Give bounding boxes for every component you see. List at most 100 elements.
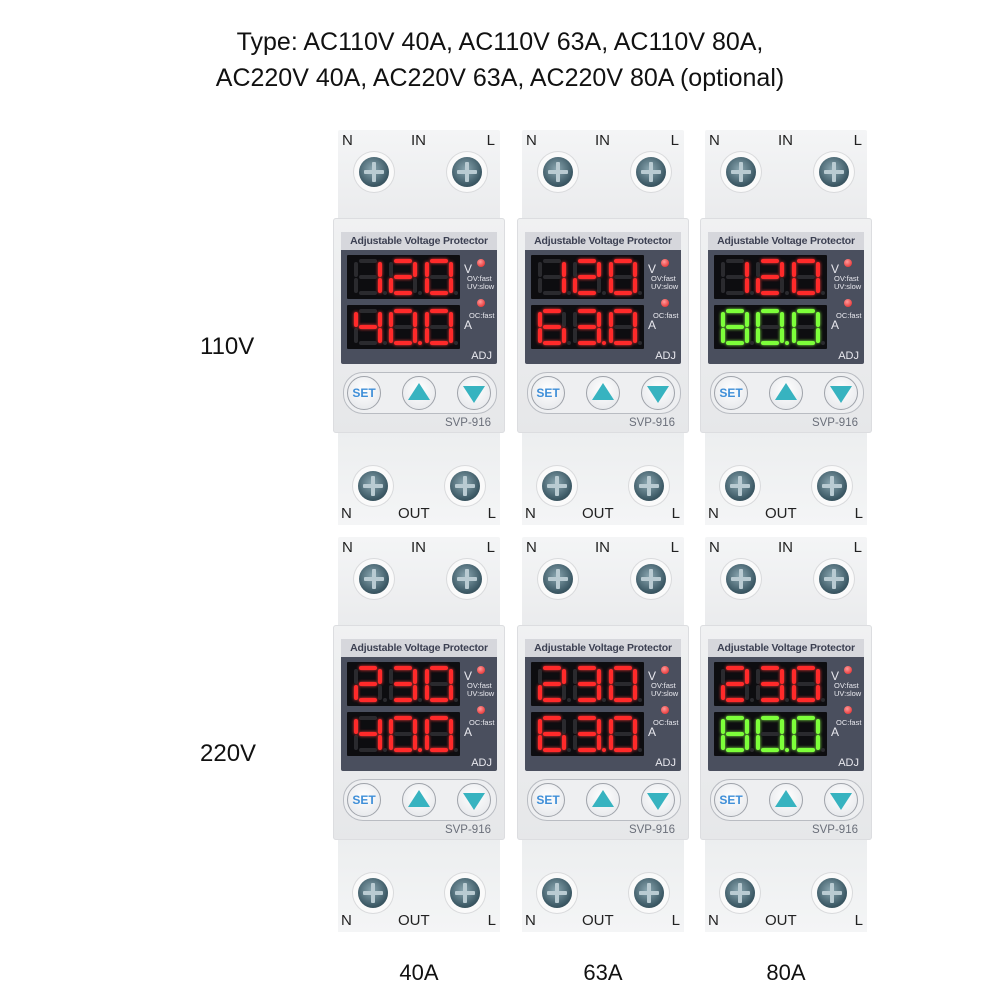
front-panel: Adjustable Voltage Protector V OV:fast U…: [517, 625, 689, 840]
output-terminal-block: N OUT L: [338, 430, 500, 525]
current-led-indicator: [661, 706, 669, 714]
screw-icon: [452, 564, 482, 594]
voltage-display: [531, 255, 644, 299]
triangle-down-icon: [647, 793, 669, 810]
voltage-led-indicator: [661, 666, 669, 674]
input-terminal-block: N IN L: [522, 537, 684, 637]
triangle-down-icon: [463, 793, 485, 810]
screw-icon: [359, 564, 389, 594]
set-button[interactable]: SET: [531, 376, 565, 410]
up-button[interactable]: [769, 376, 803, 410]
screw-icon: [358, 878, 388, 908]
up-button[interactable]: [402, 376, 436, 410]
oc-label: OC:fast: [836, 718, 862, 727]
ov-label: OV:fast: [834, 681, 859, 690]
seven-segment-digit: [720, 716, 754, 752]
seven-segment-digit: [573, 259, 607, 295]
terminal-out-label: OUT: [582, 912, 614, 929]
volt-unit-label: V: [831, 669, 840, 683]
seven-segment-digit: [720, 309, 754, 345]
display-panel: Adjustable Voltage Protector V OV:fast U…: [525, 232, 681, 364]
uv-label: UV:slow: [834, 689, 862, 698]
down-button[interactable]: [457, 783, 491, 817]
seven-segment-digit: [353, 259, 387, 295]
front-panel: Adjustable Voltage Protector V OV:fast U…: [333, 218, 505, 433]
current-led-indicator: [844, 299, 852, 307]
set-button[interactable]: SET: [714, 376, 748, 410]
uv-label: UV:slow: [467, 689, 495, 698]
set-button[interactable]: SET: [531, 783, 565, 817]
adj-label: ADJ: [655, 350, 676, 362]
screw-icon: [450, 878, 480, 908]
adj-label: ADJ: [838, 757, 859, 769]
terminal-l-label: L: [487, 912, 496, 929]
terminal-n-label: N: [525, 505, 536, 522]
ov-label: OV:fast: [651, 681, 676, 690]
input-terminal-block: N IN L: [705, 130, 867, 230]
set-button-label: SET: [352, 386, 376, 400]
down-button[interactable]: [824, 376, 858, 410]
terminal-l-label: L: [671, 505, 680, 522]
current-display: [531, 712, 644, 756]
up-button[interactable]: [586, 376, 620, 410]
terminal-l-label: L: [853, 539, 862, 556]
voltage-led-indicator: [477, 259, 485, 267]
terminal-l-label: L: [670, 539, 679, 556]
triangle-down-icon: [830, 793, 852, 810]
terminal-in-label: IN: [778, 132, 793, 149]
terminal-in-label: IN: [411, 539, 426, 556]
output-terminal-block: N OUT L: [705, 837, 867, 932]
down-button[interactable]: [641, 783, 675, 817]
adj-label: ADJ: [838, 350, 859, 362]
seven-segment-digit: [756, 666, 790, 702]
input-terminal-block: N IN L: [705, 537, 867, 637]
current-led-indicator: [844, 706, 852, 714]
screw-icon: [543, 564, 573, 594]
terminal-n-label: N: [341, 505, 352, 522]
seven-segment-digit: [609, 309, 643, 345]
down-button[interactable]: [457, 376, 491, 410]
input-terminal-block: N IN L: [338, 537, 500, 637]
terminal-n-label: N: [342, 539, 353, 556]
triangle-up-icon: [775, 383, 797, 400]
terminal-in-label: IN: [595, 539, 610, 556]
seven-segment-digit: [720, 259, 754, 295]
set-button[interactable]: SET: [347, 376, 381, 410]
uv-label: UV:slow: [651, 689, 679, 698]
seven-segment-digit: [756, 716, 790, 752]
model-number: SVP-916: [628, 417, 675, 429]
seven-segment-digit: [353, 716, 387, 752]
seven-segment-digit: [609, 716, 643, 752]
product-name-plate: Adjustable Voltage Protector: [708, 639, 864, 657]
volt-unit-label: V: [648, 262, 657, 276]
current-display: [347, 305, 460, 349]
current-display: [714, 712, 827, 756]
front-panel: Adjustable Voltage Protector V OV:fast U…: [333, 625, 505, 840]
screw-icon: [359, 157, 389, 187]
amp-unit-label: A: [464, 318, 473, 332]
front-panel: Adjustable Voltage Protector V OV:fast U…: [517, 218, 689, 433]
triangle-up-icon: [408, 383, 430, 400]
screw-icon: [542, 471, 572, 501]
front-panel: Adjustable Voltage Protector V OV:fast U…: [700, 218, 872, 433]
down-button[interactable]: [641, 376, 675, 410]
seven-segment-digit: [792, 259, 826, 295]
voltage-led-indicator: [844, 666, 852, 674]
terminal-l-label: L: [487, 505, 496, 522]
terminal-n-label: N: [709, 539, 720, 556]
up-button[interactable]: [769, 783, 803, 817]
set-button[interactable]: SET: [714, 783, 748, 817]
voltage-protector-module: N IN L N OUT L Adjustable Voltage Protec…: [333, 130, 505, 525]
voltage-protector-module: N IN L N OUT L Adjustable Voltage Protec…: [517, 537, 689, 932]
button-bar: SET: [710, 779, 864, 821]
up-button[interactable]: [402, 783, 436, 817]
up-button[interactable]: [586, 783, 620, 817]
set-button[interactable]: SET: [347, 783, 381, 817]
terminal-n-label: N: [342, 132, 353, 149]
terminal-n-label: N: [526, 132, 537, 149]
down-button[interactable]: [824, 783, 858, 817]
oc-label: OC:fast: [469, 311, 495, 320]
ov-label: OV:fast: [651, 274, 676, 283]
seven-segment-digit: [792, 666, 826, 702]
voltage-display: [531, 662, 644, 706]
